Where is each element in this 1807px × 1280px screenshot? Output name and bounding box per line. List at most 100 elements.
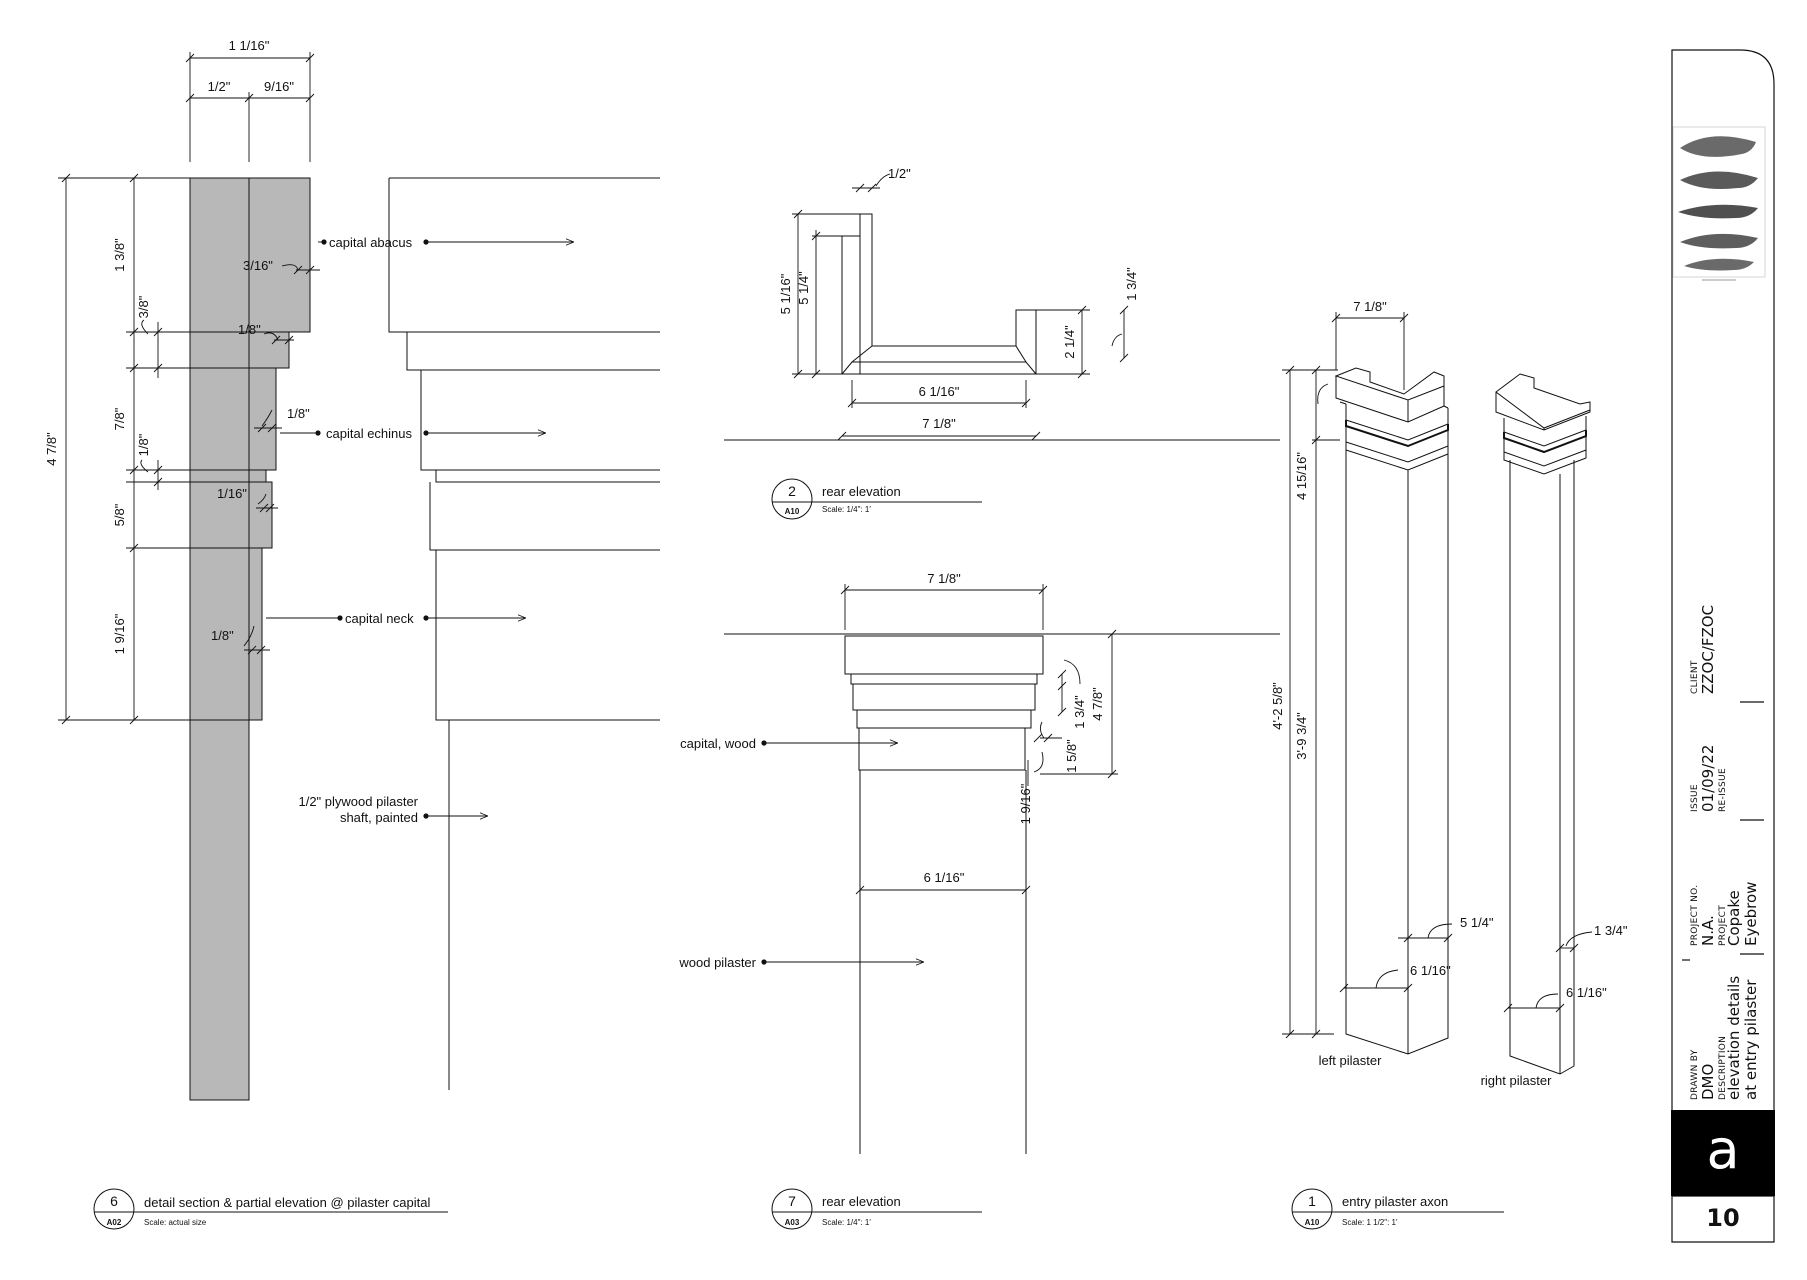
detail7-dim-text: 7 1/8" 4 7/8" 1 3/4" 1 5/8" 1 9/16" 6 1/… [924, 571, 1105, 885]
detail6-scale: Scale: actual size [144, 1218, 207, 1227]
detail6-title-block: 6 A02 detail section & partial elevation… [93, 1188, 448, 1230]
d1-dim-left-side: 5 1/4" [1460, 915, 1494, 930]
firm-logo-letter: a [1706, 1118, 1740, 1181]
whale-3 [1678, 204, 1758, 219]
label-capital-echinus: capital echinus [326, 426, 412, 441]
detail6-section [189, 177, 311, 1101]
d1-dim-left-front: 6 1/16" [1410, 963, 1451, 978]
d1-dim-cap-h: 4 15/16" [1294, 452, 1309, 500]
whale-2 [1680, 171, 1758, 189]
detail1-labels: left pilaster right pilaster [1319, 1053, 1553, 1088]
detail2-dimensions [792, 173, 1129, 441]
detail2-drawing [724, 213, 1280, 441]
label-capital-wood: capital, wood [680, 736, 756, 751]
detail1-sheet: A10 [1305, 1218, 1320, 1227]
description-value-2: at entry pilaster [1742, 979, 1760, 1100]
dim-step-d: 1/8" [211, 628, 234, 643]
label-capital-neck: capital neck [345, 611, 414, 626]
d2-dim-right-b: 2 1/4" [1062, 325, 1077, 359]
dim-step-c: 1/16" [217, 486, 247, 501]
label-shaft-1: 1/2" plywood pilaster [298, 794, 418, 809]
detail1-right-pilaster [1495, 373, 1591, 1075]
issue-value: 01/09/22 [1699, 744, 1717, 812]
detail2-scale: Scale: 1/4": 1' [822, 505, 871, 514]
titleblock-frame [1671, 49, 1775, 1243]
detail1-scale: Scale: 1 1/2": 1' [1342, 1218, 1398, 1227]
detail2-title: rear elevation [822, 484, 901, 499]
firm-logo: a [1671, 1110, 1775, 1196]
label-right-pilaster: right pilaster [1481, 1073, 1552, 1088]
detail1-dim-text: 7 1/8" 4 15/16" 4'-2 5/8" 3'-9 3/4" 5 1/… [1270, 299, 1628, 1000]
sheet-number: 10 [1706, 1204, 1740, 1232]
detail2-dim-text: 1/2" 5 1/16" 5 1/4" 1 3/4" 2 1/4" 6 1/16… [778, 166, 1139, 431]
dim-step-a: 1/8" [238, 322, 261, 337]
detail1-title: entry pilaster axon [1342, 1194, 1448, 1209]
d2-dim-right-a: 1 3/4" [1124, 267, 1139, 301]
d7-dim-top-w: 7 1/8" [927, 571, 961, 586]
d7-dim-h-total: 4 7/8" [1090, 687, 1105, 721]
d1-dim-right-side: 1 3/4" [1594, 923, 1628, 938]
d1-dim-right-front: 6 1/16" [1566, 985, 1607, 1000]
detail2-sheet: A10 [785, 507, 800, 516]
detail1-dimensions [1282, 312, 1593, 1039]
d1-dim-overall: 4'-2 5/8" [1270, 682, 1285, 730]
detail7-sheet: A03 [785, 1218, 800, 1227]
detail6-number: 6 [110, 1193, 118, 1209]
dim-top-right: 9/16" [264, 79, 294, 94]
project-no-value: N.A. [1699, 915, 1717, 946]
detail1-title-block: 1 A10 entry pilaster axon Scale: 1 1/2":… [1291, 1188, 1504, 1230]
detail1-left-pilaster [1334, 367, 1449, 1055]
dim-top-total: 1 1/16" [229, 38, 270, 53]
dim-step-b: 1/8" [287, 406, 310, 421]
detail7-number: 7 [788, 1193, 796, 1209]
detail6-sheet: A02 [107, 1218, 122, 1227]
client-value: ZZOC/FZOC [1699, 604, 1717, 694]
detail2-number: 2 [788, 483, 796, 499]
detail7-drawing [724, 633, 1280, 1154]
dim-d4: 1/8" [136, 433, 151, 456]
dim-d2: 3/8" [136, 295, 151, 318]
d7-dim-shaft-w: 6 1/16" [924, 870, 965, 885]
label-shaft-2: shaft, painted [340, 810, 418, 825]
detail6-title: detail section & partial elevation @ pil… [144, 1195, 430, 1210]
d2-dim-h-inner: 5 1/4" [796, 271, 811, 305]
label-capital-abacus: capital abacus [329, 235, 413, 250]
whale-4 [1680, 233, 1758, 249]
reissue-label: RE-ISSUE [1718, 768, 1728, 812]
detail7-title-block: 7 A03 rear elevation Scale: 1/4": 1' [771, 1188, 982, 1230]
detail7-scale: Scale: 1/4": 1' [822, 1218, 871, 1227]
d7-dim-h-b: 1 5/8" [1064, 739, 1079, 773]
d2-dim-h-outer: 5 1/16" [778, 273, 793, 314]
detail7-labels: capital, wood wood pilaster [678, 736, 924, 970]
d1-dim-shaft-h: 3'-9 3/4" [1294, 712, 1309, 760]
d7-dim-h-c: 1 9/16" [1018, 783, 1033, 824]
whale-5 [1684, 258, 1754, 271]
project-value-2: Eyebrow [1742, 881, 1760, 946]
dim-top-left: 1/2" [208, 79, 231, 94]
label-wood-pilaster: wood pilaster [678, 955, 756, 970]
dim-d1: 1 3/8" [112, 238, 127, 272]
detail6-elevation [388, 177, 660, 1090]
dim-abacus-step: 3/16" [243, 258, 273, 273]
d2-dim-inner-w: 6 1/16" [919, 384, 960, 399]
d7-dim-h-a: 1 3/4" [1072, 695, 1087, 729]
description-value-1: elevation details [1725, 975, 1743, 1100]
detail1-number: 1 [1308, 1193, 1316, 1209]
dim-d6: 1 9/16" [112, 613, 127, 654]
detail6-dimensions [58, 52, 320, 725]
dim-d3: 7/8" [112, 407, 127, 430]
d1-dim-top-w: 7 1/8" [1353, 299, 1387, 314]
detail6-dim-text: 1 1/16" 1/2" 9/16" 4 7/8" 1 3/8" 3/8" 7/… [44, 38, 310, 654]
drawn-by-value: DMO [1699, 1063, 1717, 1100]
detail7-dimensions [840, 584, 1118, 895]
dim-d5: 5/8" [112, 503, 127, 526]
detail6-labels: capital abacus capital echinus capital n… [266, 235, 574, 825]
whale-illustration-image [1672, 126, 1766, 281]
d2-dim-outer-w: 7 1/8" [922, 416, 956, 431]
whale-1 [1680, 136, 1756, 157]
detail7-title: rear elevation [822, 1194, 901, 1209]
project-value-1: Copake [1725, 890, 1743, 946]
dim-overall: 4 7/8" [44, 432, 59, 466]
label-left-pilaster: left pilaster [1319, 1053, 1383, 1068]
